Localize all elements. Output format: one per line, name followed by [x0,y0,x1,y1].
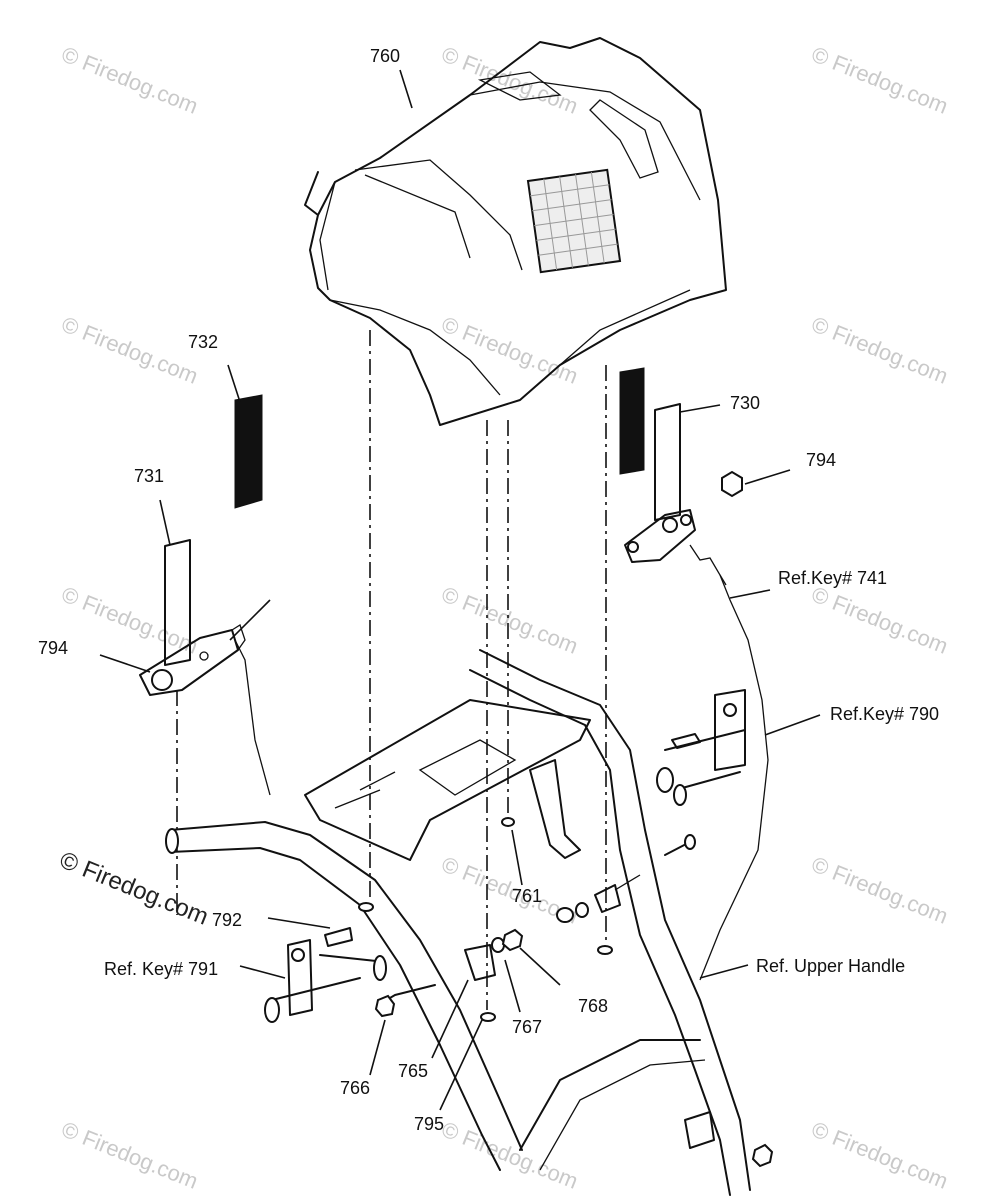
label-ref-791: Ref. Key# 791 [104,959,218,979]
watermark: © Firedog.com [808,311,951,388]
lever-731 [139,539,246,696]
watermark: © Firedog.com [438,311,581,388]
label-ref-741: Ref.Key# 741 [778,568,887,588]
shift-assembly-791 [264,927,387,1023]
watermark: © Firedog.com [438,581,581,658]
upper-handle [165,649,751,1196]
watermark: © Firedog.com [58,581,201,658]
label-766: 766 [340,1078,370,1098]
label-760: 760 [370,46,400,66]
lever-730 [624,403,743,563]
label-730: 730 [730,393,760,413]
label-768: 768 [578,996,608,1016]
label-795: 795 [414,1114,444,1134]
control-plate [304,699,591,861]
watermark-main: © Firedog.com [56,847,212,931]
watermark: © Firedog.com [808,41,951,118]
watermark: © Firedog.com [438,1116,581,1193]
callout-labels: 760 732 730 731 794 794 Ref.Key# 741 Ref… [38,46,939,1134]
label-731: 731 [134,466,164,486]
watermark: © Firedog.com [58,311,201,388]
label-794-right: 794 [806,450,836,470]
watermark: © Firedog.com [58,1116,201,1193]
watermark: © Firedog.com [808,851,951,928]
label-ref-upper-handle: Ref. Upper Handle [756,956,905,976]
watermark: © Firedog.com [808,581,951,658]
label-792: 792 [212,910,242,930]
watermark: © Firedog.com [808,1116,951,1193]
shroud-760 [304,37,727,426]
watermark: © Firedog.com [58,41,201,118]
decal-732 [234,394,263,509]
label-761: 761 [512,886,542,906]
label-794-left: 794 [38,638,68,658]
alignment-lines [176,330,607,1010]
label-765: 765 [398,1061,428,1081]
label-ref-790: Ref.Key# 790 [830,704,939,724]
cable-741 [689,544,769,981]
decal-730-black [619,367,645,475]
label-767: 767 [512,1017,542,1037]
label-732: 732 [188,332,218,352]
leader-lines [99,69,821,1111]
cable-left [234,639,271,796]
shift-assembly-790 [656,689,746,806]
watermark: © Firedog.com [438,41,581,118]
hardware [358,817,774,1168]
